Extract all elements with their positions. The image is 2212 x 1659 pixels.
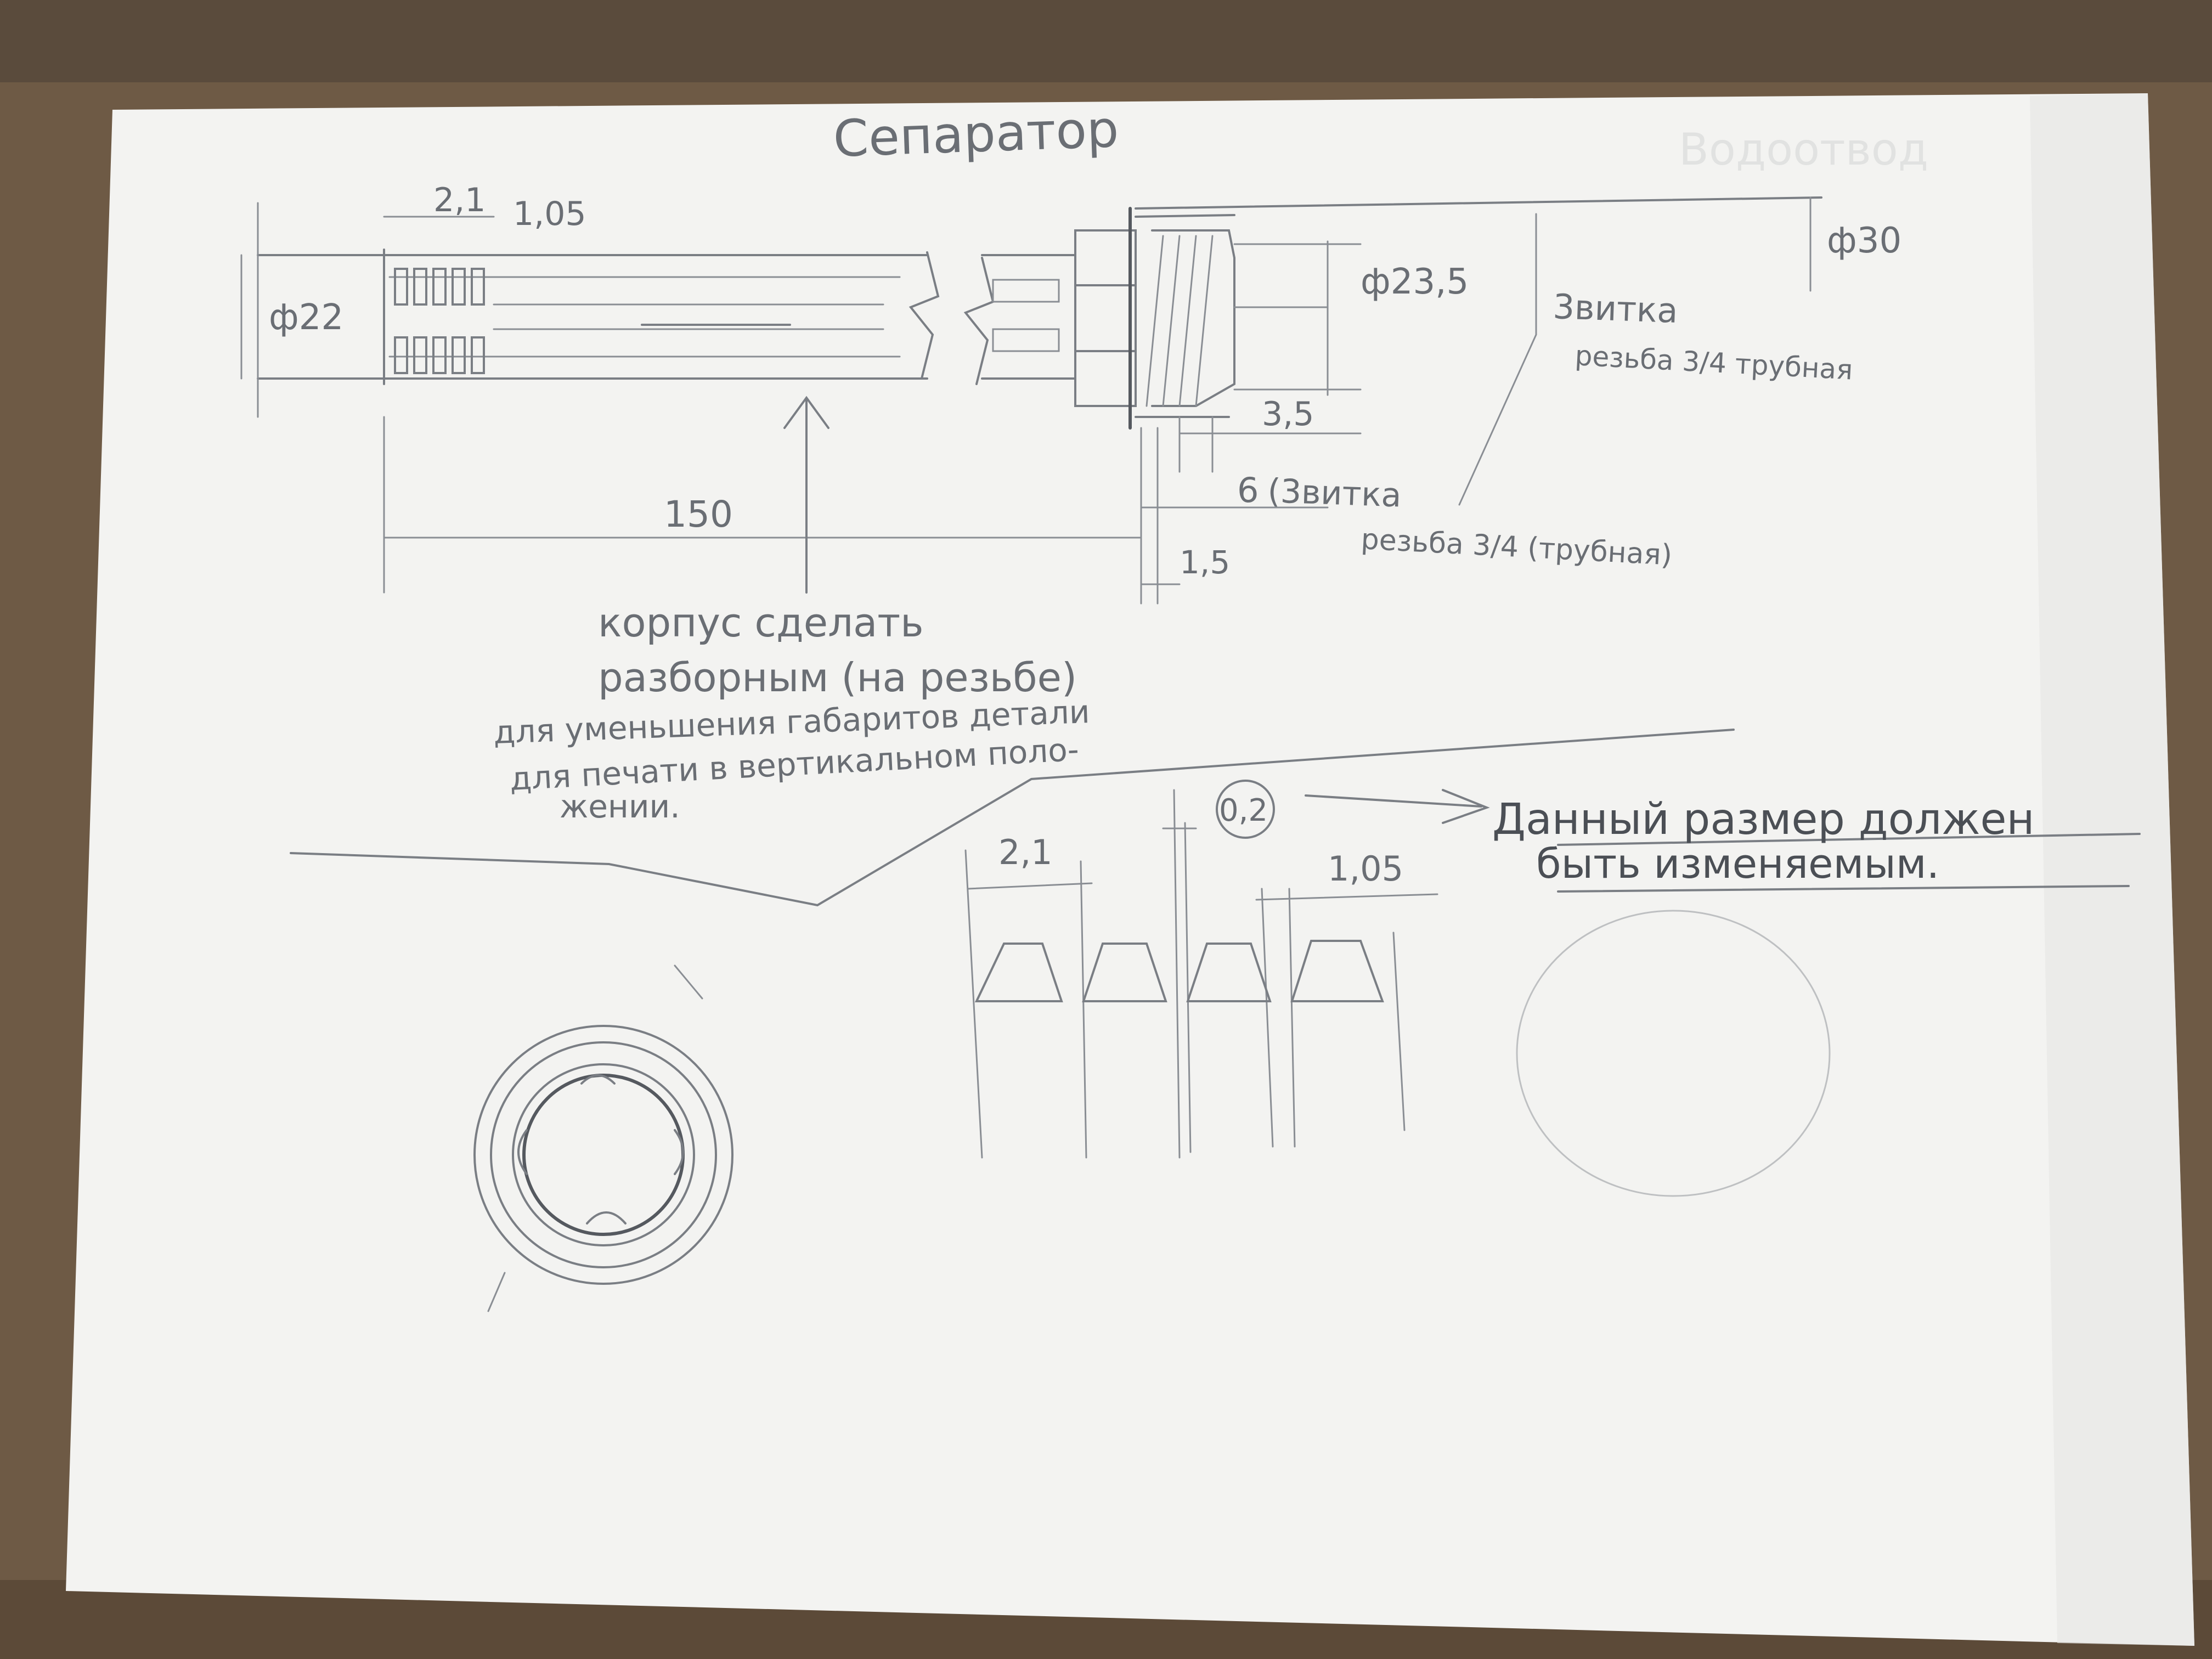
section-divider <box>290 729 1735 907</box>
detail-gap-1-05: 1,05 <box>1328 849 1403 889</box>
detail-tolerance-0-2: 0,2 <box>1219 793 1268 828</box>
cross-section-drawing <box>473 964 733 1312</box>
separator-body-drawing <box>257 196 1822 430</box>
slots-bottom <box>394 336 485 374</box>
dim-1-5: 1,5 <box>1180 544 1230 581</box>
dim-diameter-22: ф22 <box>269 297 343 338</box>
note-three-turns-b: (3витка <box>1267 472 1402 515</box>
dim-6: 6 <box>1237 470 1259 510</box>
note-three-turns-a: 3витка <box>1552 286 1678 331</box>
detail-variable-line2: быть изменяемым. <box>1536 840 1939 888</box>
sheet-title: Сепаратор <box>832 100 1120 168</box>
desk-shadow <box>0 0 2212 82</box>
dim-pitch-2-1: 2,1 <box>433 181 486 219</box>
tooth-profile-detail <box>964 780 2141 1159</box>
faint-circle <box>1516 910 1831 1197</box>
dim-length-150: 150 <box>664 493 733 535</box>
note-body-line2: разборным (на резьбе) <box>598 654 1077 701</box>
dim-3-5: 3,5 <box>1262 395 1314 433</box>
note-body-line1: корпус сделать <box>598 600 924 646</box>
sheet-faint-title: Водоотвод <box>1679 124 1928 175</box>
dim-diameter-23-5: ф23,5 <box>1361 262 1469 302</box>
detail-pitch-2-1: 2,1 <box>998 832 1053 872</box>
paper-edge-shade <box>2030 93 2194 1646</box>
dim-gap-1-05: 1,05 <box>513 195 586 233</box>
dimension-lines-top <box>240 196 1812 605</box>
note-reason-line3: жении. <box>560 788 680 825</box>
dim-diameter-30: ф30 <box>1827 221 1901 261</box>
paper-sheet <box>66 93 2194 1646</box>
slots-top <box>394 268 485 306</box>
detail-variable-line1: Данный размер должен <box>1492 795 2034 844</box>
